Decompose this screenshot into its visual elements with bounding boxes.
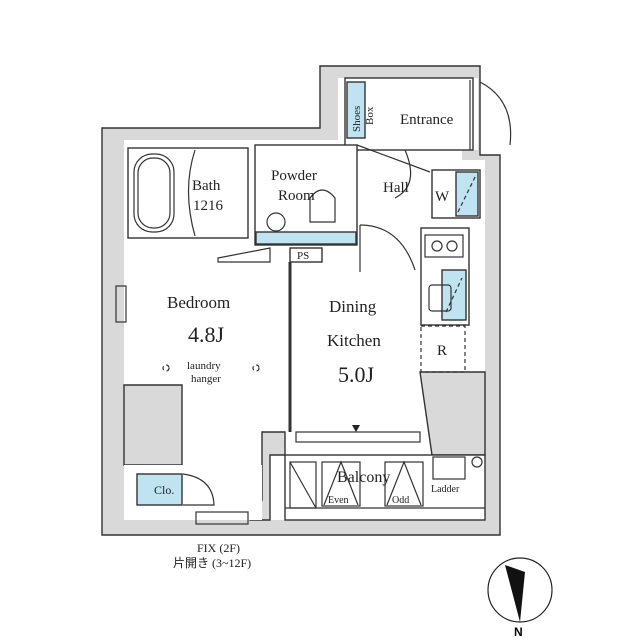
label-bath-size: 1216 (193, 198, 224, 214)
label-balcony: Balcony (337, 469, 390, 486)
label-shoes: Shoes (351, 106, 363, 132)
label-powder: Powder (271, 168, 317, 184)
entrance-area (344, 77, 474, 151)
evacuation-odd-mark (386, 460, 422, 506)
closet-door-swing (182, 473, 215, 506)
closet (136, 473, 183, 506)
stove-burner (431, 240, 443, 252)
entrance-door-swing (479, 81, 512, 146)
wall-block-left (123, 384, 183, 466)
hall-door-swing (394, 149, 412, 199)
label-kitchen: Kitchen (327, 331, 381, 350)
kitchen-door-swing (359, 224, 416, 271)
stove (424, 234, 464, 258)
kitchen-sink (441, 269, 467, 321)
kitchen-sink-basin (428, 284, 452, 312)
window-note-line2: 片開き (3~12F) (173, 556, 251, 570)
outdoor-unit-mark (289, 461, 317, 509)
label-ladder: Ladder (431, 484, 460, 495)
drain-icon (471, 456, 483, 468)
label-even: Even (328, 495, 349, 506)
balcony-window (295, 431, 421, 443)
label-odd: Odd (392, 495, 409, 506)
bedroom-shelf (217, 247, 271, 263)
toilet (309, 189, 336, 223)
label-ps: PS (297, 250, 309, 262)
label-bedroom: Bedroom (167, 293, 230, 312)
label-hanger: hanger (191, 373, 221, 385)
bathtub-inner (137, 157, 171, 229)
label-closet: Clo. (154, 483, 174, 497)
ps-shaft (289, 247, 323, 263)
stove-burner (446, 240, 458, 252)
label-fridge: R (437, 343, 447, 359)
bathtub (133, 153, 175, 233)
compass-icon (487, 557, 553, 623)
wall-block-right (419, 371, 486, 456)
evacuation-even-mark (323, 460, 359, 506)
vanity-counter (255, 231, 357, 245)
bath-door-swing (187, 149, 196, 237)
fridge-space (420, 325, 466, 373)
window-note-line1: FIX (2F) (197, 541, 240, 555)
entry-marker-icon (352, 425, 360, 432)
left-window (115, 285, 127, 323)
laundry-hook-icon (252, 364, 260, 372)
laundry-hook-icon (162, 364, 170, 372)
label-washer: W (435, 189, 450, 205)
powder-room (254, 144, 358, 246)
label-bath: Bath (192, 178, 221, 194)
label-laundry: laundry (187, 360, 221, 372)
ladder-box (432, 456, 466, 480)
label-dining: Dining (329, 297, 377, 316)
label-dining-size: 5.0J (338, 362, 375, 387)
label-bedroom-size: 4.8J (188, 322, 225, 347)
outdoor-unit (289, 461, 317, 509)
shoes-box (346, 81, 366, 139)
label-entrance: Entrance (400, 112, 454, 128)
hall-wall (356, 144, 431, 173)
label-box: Box (364, 106, 376, 125)
sink (266, 212, 286, 232)
compass-label: N (514, 625, 523, 639)
bottom-window (195, 511, 249, 525)
kitchen-sink-mark (445, 277, 463, 313)
label-room: Room (278, 188, 315, 204)
label-hall: Hall (383, 180, 409, 196)
